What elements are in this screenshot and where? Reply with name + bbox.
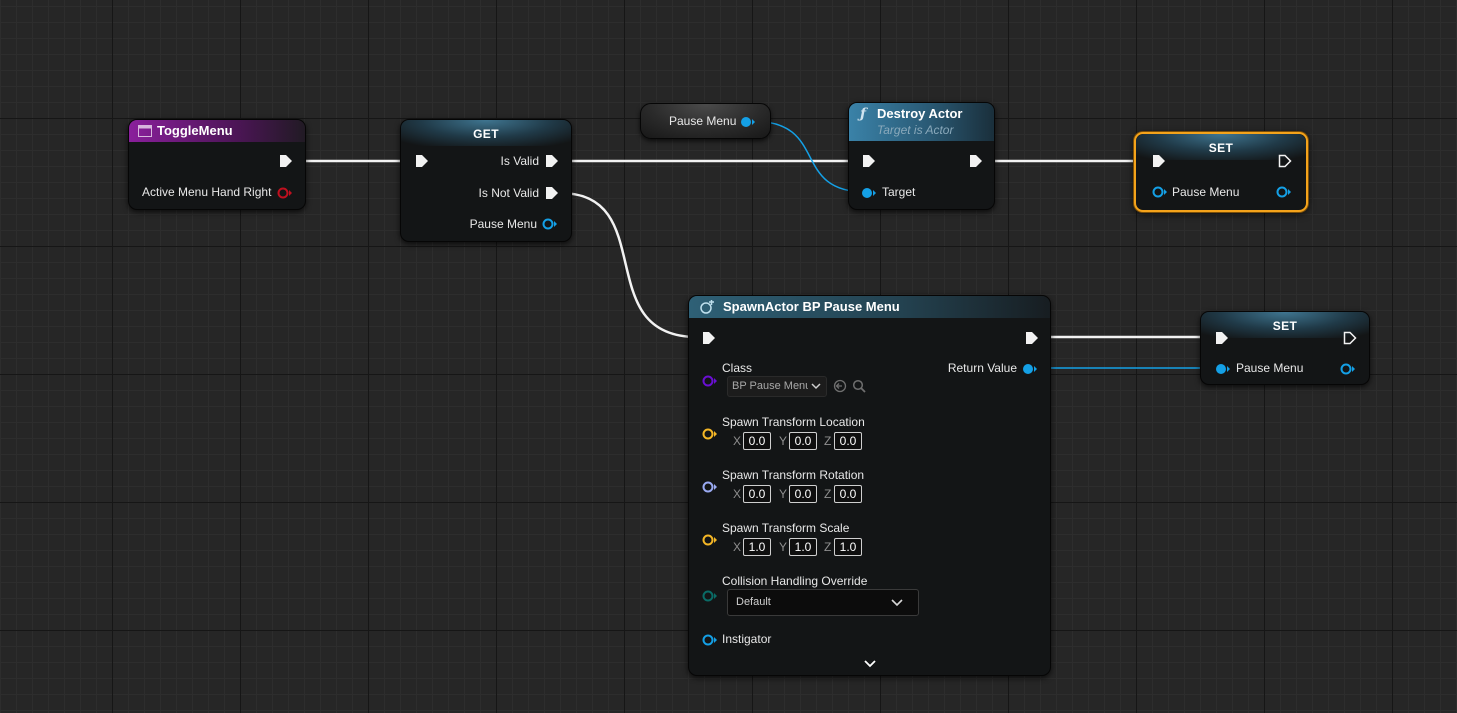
exec-wire-isnotvalid-to-spawn: [559, 191, 698, 339]
is-not-valid-label: Is Not Valid: [478, 186, 539, 200]
exec-in-pin[interactable]: [862, 154, 876, 168]
class-dropdown-value: BP Pause Menu: [732, 380, 808, 392]
object-out-pin[interactable]: [740, 115, 756, 129]
destroy-actor-node[interactable]: ƒ Destroy Actor Target is Actor Target: [848, 102, 995, 210]
set-top-title: SET: [1208, 141, 1234, 155]
set-node-top[interactable]: SET Pause Menu: [1134, 132, 1308, 212]
set-bottom-title: SET: [1272, 319, 1298, 333]
set-top-pause-menu-label: Pause Menu: [1172, 185, 1240, 199]
toggle-menu-header: ToggleMenu: [129, 120, 305, 142]
location-y-axis: Y: [779, 434, 788, 448]
rotation-label: Spawn Transform Rotation: [722, 468, 865, 482]
destroy-actor-header: ƒ Destroy Actor Target is Actor: [849, 103, 994, 141]
collision-dropdown-value: Default: [736, 596, 771, 608]
collision-dropdown[interactable]: Default: [727, 589, 919, 616]
exec-in-pin[interactable]: [702, 331, 716, 345]
return-value-label: Return Value: [947, 361, 1017, 375]
target-label: Target: [882, 185, 916, 199]
exec-out-pin[interactable]: [1343, 331, 1357, 345]
instigator-label: Instigator: [722, 632, 772, 646]
object-out-pin[interactable]: [1276, 185, 1292, 199]
scale-x-axis: X: [733, 540, 742, 554]
exec-out-pin[interactable]: [1278, 154, 1292, 168]
scale-x-input[interactable]: 1.0: [743, 538, 771, 556]
collision-pin[interactable]: [702, 589, 718, 603]
get-node[interactable]: GET Is Valid Is Not Valid Pause Menu: [400, 119, 572, 242]
class-label: Class: [722, 361, 753, 375]
location-x-axis: X: [733, 434, 742, 448]
scale-pin[interactable]: [702, 533, 718, 547]
expand-chevron-icon[interactable]: [864, 660, 876, 669]
exec-in-pin[interactable]: [1152, 154, 1166, 168]
rotation-z-input[interactable]: 0.0: [834, 485, 862, 503]
class-pin[interactable]: [702, 374, 718, 388]
delegate-pin[interactable]: [277, 186, 293, 200]
target-pin[interactable]: [861, 186, 877, 200]
set-bottom-pause-menu-label: Pause Menu: [1236, 361, 1304, 375]
set-node-bottom[interactable]: SET Pause Menu: [1200, 311, 1370, 385]
location-y-input[interactable]: 0.0: [789, 432, 817, 450]
rotation-y-input[interactable]: 0.0: [789, 485, 817, 503]
search-icon[interactable]: [852, 379, 866, 393]
get-node-header: GET: [401, 120, 571, 146]
chevron-down-icon: [891, 599, 903, 607]
pause-menu-variable-label: Pause Menu: [669, 114, 737, 128]
is-valid-label: Is Valid: [500, 154, 539, 168]
spawn-actor-node[interactable]: SpawnActor BP Pause Menu Class BP Pause …: [688, 295, 1051, 676]
rotation-pin[interactable]: [702, 480, 718, 494]
scale-label: Spawn Transform Scale: [722, 521, 850, 535]
spawn-actor-header: SpawnActor BP Pause Menu: [689, 296, 1050, 318]
rotation-z-axis: Z: [824, 487, 832, 501]
exec-out-pin[interactable]: [279, 154, 293, 168]
location-z-axis: Z: [824, 434, 832, 448]
instigator-pin[interactable]: [702, 633, 718, 647]
object-in-pin[interactable]: [1215, 362, 1231, 376]
exec-out-pin[interactable]: [1025, 331, 1039, 345]
collision-label: Collision Handling Override: [722, 574, 868, 588]
chevron-down-icon: [811, 383, 821, 390]
object-out-pin[interactable]: [542, 217, 558, 231]
spawn-icon: [700, 300, 714, 314]
location-pin[interactable]: [702, 427, 718, 441]
class-dropdown[interactable]: BP Pause Menu: [727, 376, 827, 397]
toggle-menu-title: ToggleMenu: [157, 123, 233, 138]
object-out-pin[interactable]: [1340, 362, 1356, 376]
destroy-actor-subtitle: Target is Actor: [877, 123, 954, 137]
rotation-x-input[interactable]: 0.0: [743, 485, 771, 503]
destroy-actor-title: Destroy Actor: [877, 106, 963, 121]
spawn-actor-title: SpawnActor BP Pause Menu: [723, 299, 900, 314]
exec-out-is-valid-pin[interactable]: [545, 154, 559, 168]
rotation-y-axis: Y: [779, 487, 788, 501]
get-node-title: GET: [473, 127, 499, 141]
object-in-pin[interactable]: [1152, 185, 1168, 199]
scale-z-input[interactable]: 1.0: [834, 538, 862, 556]
function-icon: ƒ: [860, 106, 867, 122]
scale-z-axis: Z: [824, 540, 832, 554]
scale-y-axis: Y: [779, 540, 788, 554]
exec-in-pin[interactable]: [415, 154, 429, 168]
location-z-input[interactable]: 0.0: [834, 432, 862, 450]
pause-menu-variable-node[interactable]: Pause Menu: [640, 103, 771, 139]
exec-out-pin[interactable]: [969, 154, 983, 168]
event-icon: [138, 125, 152, 137]
return-value-pin[interactable]: [1022, 362, 1038, 376]
exec-in-pin[interactable]: [1215, 331, 1229, 345]
toggle-menu-node[interactable]: ToggleMenu Active Menu Hand Right: [128, 119, 306, 210]
rotation-x-axis: X: [733, 487, 742, 501]
location-label: Spawn Transform Location: [722, 415, 865, 429]
scale-y-input[interactable]: 1.0: [789, 538, 817, 556]
set-bottom-header: SET: [1201, 312, 1369, 338]
location-x-input[interactable]: 0.0: [743, 432, 771, 450]
set-top-header: SET: [1136, 134, 1306, 160]
active-menu-hand-right-label: Active Menu Hand Right: [142, 185, 272, 199]
pause-menu-out-label: Pause Menu: [469, 217, 537, 231]
exec-out-is-not-valid-pin[interactable]: [545, 186, 559, 200]
browse-back-icon[interactable]: [833, 379, 847, 393]
